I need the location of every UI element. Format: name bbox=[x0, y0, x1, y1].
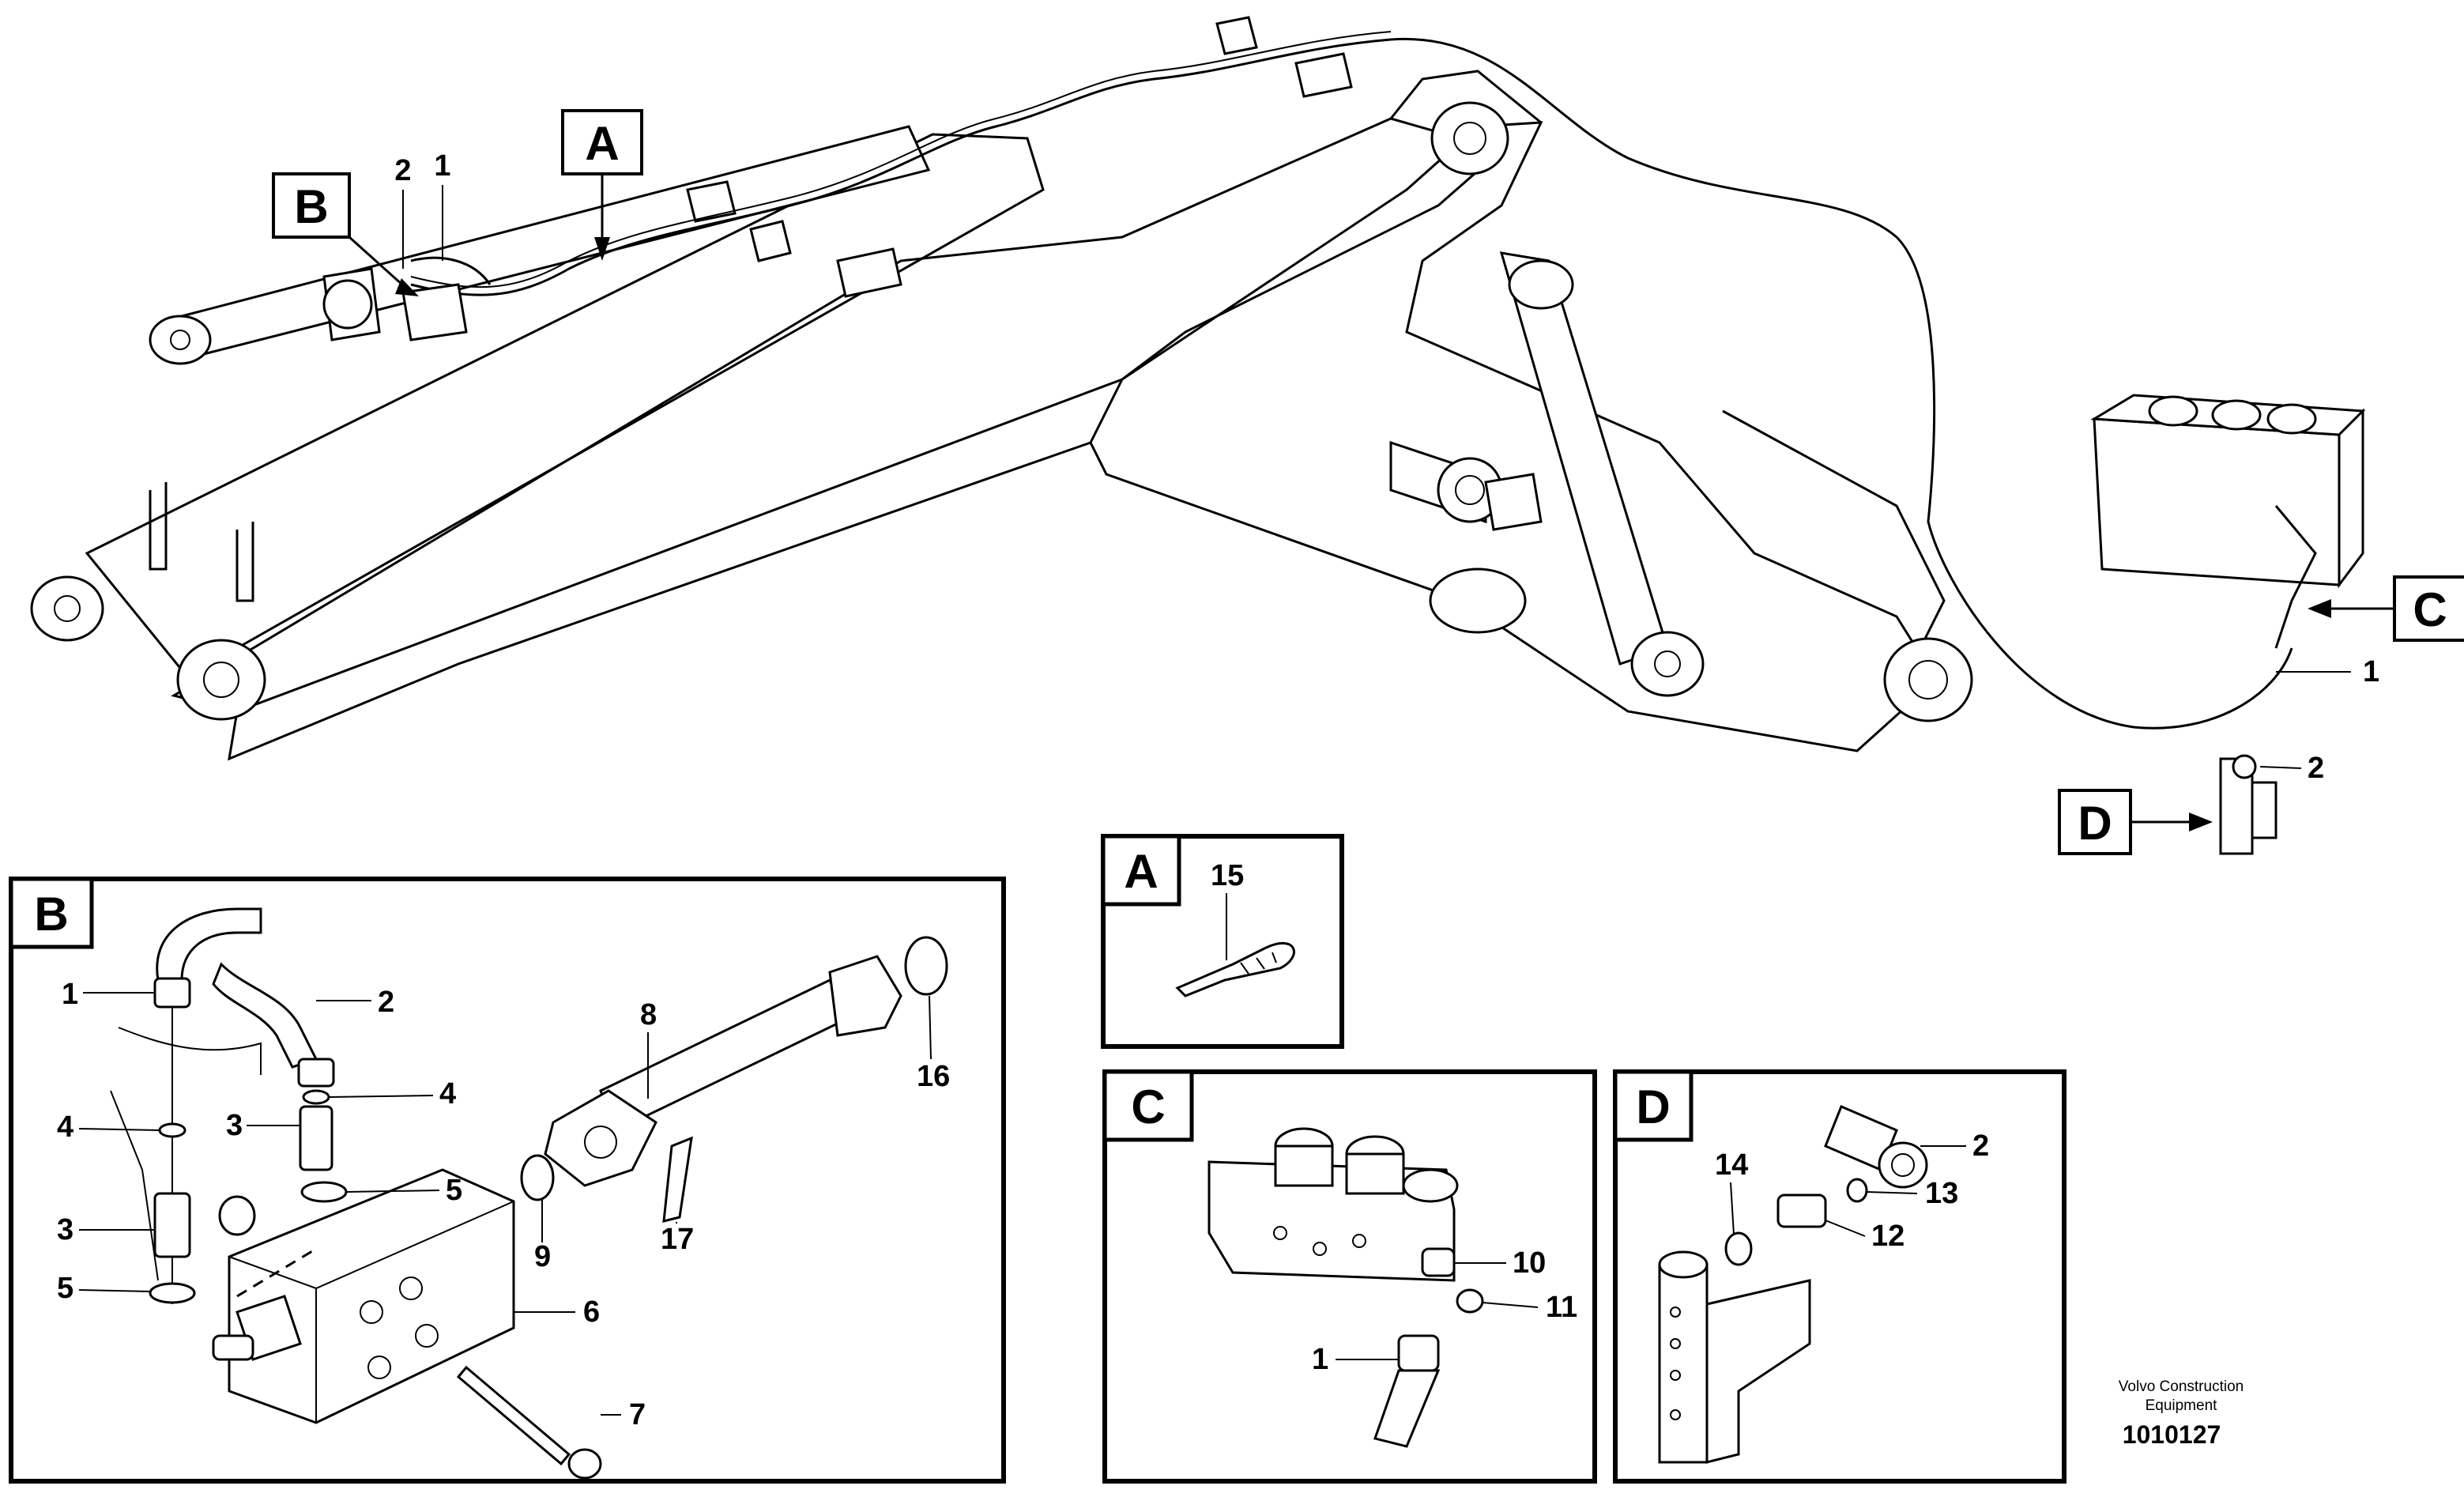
detail-letter-label: A bbox=[1124, 845, 1158, 898]
part-number-label: 6 bbox=[583, 1295, 600, 1329]
document-number: 1010127 bbox=[2123, 1420, 2221, 1449]
callout-d-box: D bbox=[2058, 789, 2213, 855]
part-number-label: 2 bbox=[1972, 1129, 1989, 1163]
part-number-label: 2 bbox=[394, 154, 411, 187]
part-number-label: 2 bbox=[2308, 752, 2324, 785]
part-number-label: 12 bbox=[1871, 1220, 1905, 1253]
part-number-label: 8 bbox=[640, 998, 657, 1031]
part-number-label: 9 bbox=[534, 1240, 551, 1273]
footer: Volvo Construction Equipment 1010127 bbox=[2119, 1378, 2244, 1449]
part-number-label: 16 bbox=[917, 1060, 950, 1093]
part-number-label: 7 bbox=[629, 1398, 646, 1431]
part-number-label: 14 bbox=[1715, 1148, 1748, 1182]
detail-letter-label: B bbox=[34, 888, 68, 941]
callout-a-box: A bbox=[561, 109, 643, 261]
credit-line-1: Volvo Construction bbox=[2119, 1378, 2244, 1395]
detail-letter-label: C bbox=[1131, 1080, 1165, 1133]
detail-letter-label: D bbox=[2078, 797, 2112, 850]
detail-panel-a: A 15 bbox=[1101, 834, 1344, 1049]
part-number-label: 17 bbox=[661, 1223, 694, 1256]
part-number-label: 5 bbox=[57, 1272, 73, 1305]
part-number-label: 2 bbox=[378, 986, 394, 1019]
detail-panel-c: C 10 11 1 bbox=[1102, 1069, 1597, 1484]
detail-panel-b: B bbox=[9, 877, 1006, 1484]
callout-b-box: B bbox=[272, 172, 419, 296]
callout-c-box: C bbox=[2308, 575, 2464, 642]
part-number-label: 1 bbox=[434, 149, 450, 183]
detail-letter-label: D bbox=[1636, 1080, 1670, 1133]
detail-letter-label: A bbox=[585, 117, 619, 170]
part-number-label: 3 bbox=[57, 1213, 73, 1246]
part-number-label: 11 bbox=[1546, 1291, 1577, 1324]
part-number-label: 10 bbox=[1513, 1246, 1546, 1280]
part-number-label: 13 bbox=[1925, 1177, 1958, 1210]
boom-arm-illustration bbox=[30, 16, 2366, 855]
part-number-label: 4 bbox=[439, 1077, 456, 1110]
part-number-label: 1 bbox=[2363, 655, 2379, 688]
detail-letter-label: B bbox=[294, 180, 328, 233]
part-number-label: 3 bbox=[226, 1109, 243, 1142]
detail-panel-d: D 2 14 13 12 bbox=[1613, 1069, 2067, 1484]
part-number-label: 1 bbox=[1312, 1343, 1328, 1376]
detail-letter-label: C bbox=[2413, 583, 2447, 636]
part-number-label: 1 bbox=[62, 978, 78, 1011]
overview-labels: 2 1 1 2 bbox=[394, 149, 2379, 785]
part-number-label: 15 bbox=[1211, 859, 1244, 892]
part-number-label: 5 bbox=[446, 1174, 462, 1207]
credit-line-2: Equipment bbox=[2146, 1397, 2218, 1414]
part-number-label: 4 bbox=[57, 1110, 73, 1144]
